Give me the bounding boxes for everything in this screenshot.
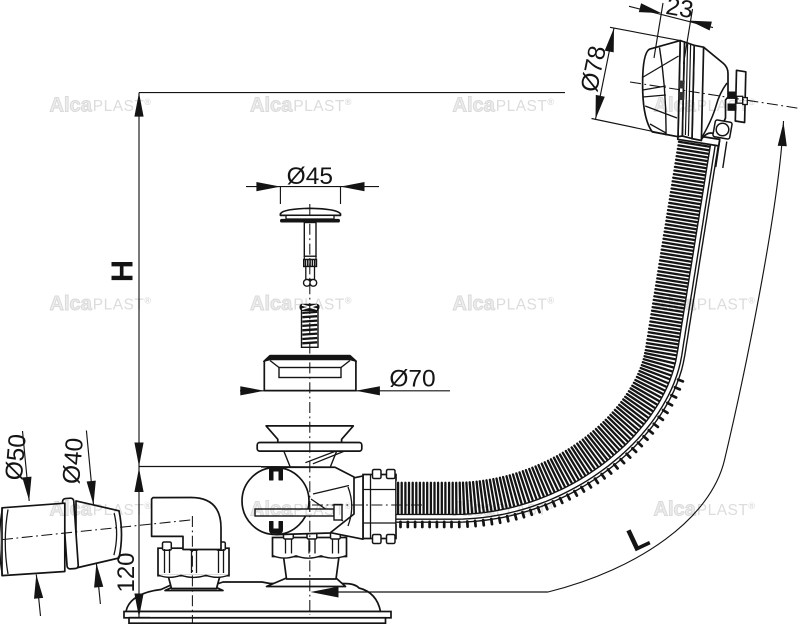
svg-text:AlcaPLAST®: AlcaPLAST® xyxy=(250,95,352,117)
svg-text:H: H xyxy=(105,260,140,282)
svg-text:AlcaPLAST®: AlcaPLAST® xyxy=(654,293,756,315)
svg-text:AlcaPLAST®: AlcaPLAST® xyxy=(250,499,352,521)
svg-text:AlcaPLAST®: AlcaPLAST® xyxy=(654,499,756,521)
svg-text:AlcaPLAST®: AlcaPLAST® xyxy=(250,293,352,315)
svg-text:AlcaPLAST®: AlcaPLAST® xyxy=(654,95,756,117)
svg-text:AlcaPLAST®: AlcaPLAST® xyxy=(50,293,152,315)
svg-text:Ø70: Ø70 xyxy=(389,366,435,393)
svg-text:Ø45: Ø45 xyxy=(287,163,333,190)
svg-text:AlcaPLAST®: AlcaPLAST® xyxy=(50,95,152,117)
svg-text:Ø50: Ø50 xyxy=(1,433,32,481)
svg-text:AlcaPLAST®: AlcaPLAST® xyxy=(453,95,555,117)
svg-text:Ø40: Ø40 xyxy=(58,437,89,485)
svg-text:AlcaPLAST®: AlcaPLAST® xyxy=(453,293,555,315)
svg-text:AlcaPLAST®: AlcaPLAST® xyxy=(453,499,555,521)
svg-text:AlcaPLAST®: AlcaPLAST® xyxy=(50,499,152,521)
svg-text:120: 120 xyxy=(113,552,140,592)
